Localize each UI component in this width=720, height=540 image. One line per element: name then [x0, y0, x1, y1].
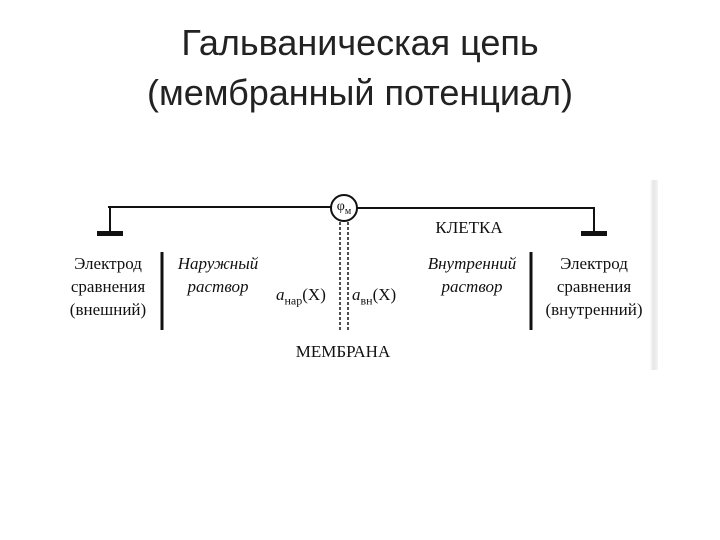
- activity-inner-subscript: вн: [360, 293, 373, 308]
- slide-title: Гальваническая цепь (мембранный потенциа…: [0, 18, 720, 118]
- inner-solution-line-1: Внутренний: [427, 254, 517, 273]
- left-electrode-plate: [97, 231, 123, 236]
- outer-solution-line-1: Наружный: [177, 254, 259, 273]
- meter-label: φм: [331, 197, 357, 222]
- activity-outer-arg: (X): [302, 285, 326, 304]
- meter-subscript: м: [344, 205, 352, 217]
- title-line-2: (мембранный потенциал): [147, 72, 573, 113]
- title-line-1: Гальваническая цепь: [181, 22, 539, 63]
- left-electrode-line-2: сравнения: [70, 277, 146, 296]
- activity-inner-arg: (X): [372, 285, 397, 304]
- right-electrode-line-1: Электрод: [560, 254, 628, 273]
- left-electrode-line-1: Электрод: [74, 254, 142, 273]
- outer-solution-line-2: раствор: [187, 277, 249, 296]
- right-electrode-line-3: (внутренний): [545, 300, 643, 319]
- outer-solution-label: Наружный раствор: [166, 252, 270, 298]
- inner-solution-label: Внутренний раствор: [416, 252, 528, 298]
- membrane-label: МЕМБРАНА: [295, 342, 391, 361]
- activity-outer-subscript: нар: [284, 293, 303, 308]
- meter-symbol: φ: [336, 199, 345, 214]
- cell-label: КЛЕТКА: [435, 218, 503, 237]
- left-electrode-line-3: (внешний): [69, 300, 147, 319]
- right-electrode-line-2: сравнения: [556, 277, 632, 296]
- activity-outer-symbol: a: [276, 285, 285, 304]
- activity-outer-label: aнар(X): [276, 283, 340, 312]
- activity-inner-symbol: a: [352, 285, 361, 304]
- voltmeter-circle: [330, 194, 358, 222]
- right-electrode-label: Электрод сравнения (внутренний): [536, 252, 652, 321]
- right-electrode-plate: [581, 231, 607, 236]
- scan-edge-shadow: [650, 180, 658, 370]
- activity-inner-label: aвн(X): [352, 283, 416, 312]
- inner-solution-line-2: раствор: [441, 277, 503, 296]
- left-electrode-label: Электрод сравнения (внешний): [58, 252, 158, 321]
